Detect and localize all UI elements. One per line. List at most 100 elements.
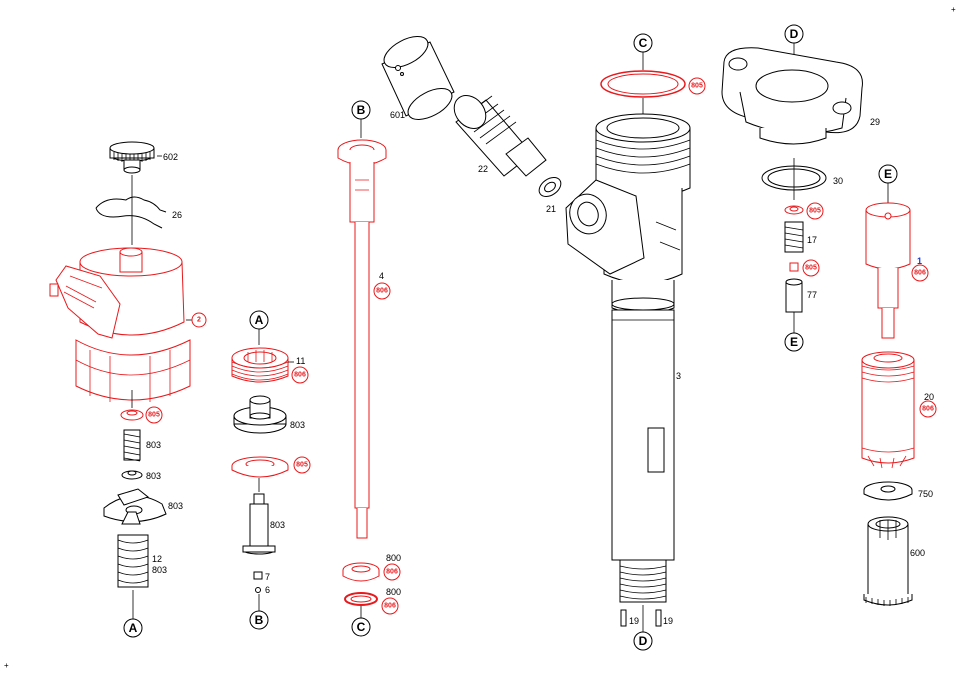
marker-a-bottom-label: A <box>129 621 138 635</box>
marker-d-bottom <box>633 631 653 651</box>
cap-601 <box>381 36 455 120</box>
marker-b-bottom <box>249 610 269 630</box>
ball-6 <box>255 587 261 593</box>
washer-750 <box>863 481 913 501</box>
nozzle-nut-20 <box>861 351 915 469</box>
flange-29 <box>721 47 863 145</box>
label-22: 22 <box>478 164 488 174</box>
part-7 <box>253 571 263 580</box>
label-77: 77 <box>807 290 817 300</box>
label-805-a: 805 <box>148 412 160 419</box>
badge-2 <box>191 312 207 328</box>
bush-77 <box>785 278 803 313</box>
label-17: 17 <box>807 235 817 245</box>
label-750: 750 <box>918 489 933 499</box>
spring-803-a <box>123 429 141 462</box>
label-3: 3 <box>676 371 681 381</box>
corner-mark-bottom-left: + <box>4 661 9 670</box>
label-30: 30 <box>833 176 843 186</box>
badge-805-e <box>802 259 820 277</box>
badge-806-d <box>381 597 399 615</box>
label-803-b: 803 <box>146 471 161 481</box>
badge-806-e <box>911 264 929 282</box>
armature-plate-803 <box>103 488 167 525</box>
seal-805-d <box>784 205 804 215</box>
corner-mark-top-right: + <box>951 5 956 14</box>
valve-pin-803 <box>242 493 276 555</box>
valve-body-2 <box>49 247 191 402</box>
label-6: 6 <box>265 585 270 595</box>
label-19-b: 19 <box>663 616 673 626</box>
badge-806-a <box>291 366 309 384</box>
badge-806-c <box>383 563 401 581</box>
label-29: 29 <box>870 117 880 127</box>
marker-e-bottom-label: E <box>790 335 798 349</box>
label-803-c: 803 <box>168 501 183 511</box>
marker-d-top-label: D <box>790 27 799 41</box>
marker-e-top-label: E <box>884 167 892 181</box>
spring-12 <box>117 534 149 588</box>
label-806-f: 806 <box>922 406 934 413</box>
label-19-a: 19 <box>629 616 639 626</box>
marker-d-bottom-label: D <box>639 634 648 648</box>
label-803-a: 803 <box>146 440 161 450</box>
label-11: 11 <box>296 356 305 366</box>
label-600: 600 <box>910 548 925 558</box>
seal-805-a <box>120 409 144 421</box>
seal-ring-805-c <box>600 70 686 98</box>
label-805-d: 805 <box>809 208 821 215</box>
label-803-e: 803 <box>290 420 305 430</box>
fitting-22 <box>453 95 547 177</box>
ring-800-b <box>344 592 378 606</box>
marker-b-top-label: B <box>357 103 366 117</box>
badge-806-f <box>919 400 937 418</box>
washer-803 <box>121 470 143 480</box>
label-7: 7 <box>265 572 270 582</box>
marker-a-bottom <box>123 618 143 638</box>
label-805-b: 805 <box>296 462 308 469</box>
label-806-e: 806 <box>914 270 926 277</box>
knob-602 <box>109 141 155 174</box>
shim-805-b <box>231 456 289 478</box>
label-803-f: 803 <box>270 520 285 530</box>
marker-a-top-label: A <box>255 313 264 327</box>
badge-805-d <box>806 202 824 220</box>
marker-c-top-label: C <box>639 36 648 50</box>
label-21: 21 <box>546 204 556 214</box>
pin-19-right <box>655 609 662 627</box>
label-805-c: 805 <box>691 83 703 90</box>
marker-c-bottom <box>351 617 371 637</box>
armature-803 <box>233 395 287 434</box>
ring-800-a <box>342 562 380 582</box>
seal-21 <box>538 176 562 198</box>
label-805-e: 805 <box>805 265 817 272</box>
label-1: 1 <box>917 256 922 266</box>
label-800-b: 800 <box>386 587 401 597</box>
label-806-b: 806 <box>376 288 388 295</box>
valve-rod-4 <box>337 139 387 539</box>
label-4: 4 <box>379 271 384 281</box>
spring-17 <box>784 221 804 253</box>
sleeve-600 <box>863 516 913 606</box>
label-601: 601 <box>390 110 405 120</box>
label-806-a: 806 <box>294 372 306 379</box>
label-806-d: 806 <box>384 603 396 610</box>
badge-805-c <box>688 77 706 95</box>
label-2: 2 <box>197 317 201 324</box>
label-806-c: 806 <box>386 569 398 576</box>
marker-b-bottom-label: B <box>255 613 264 627</box>
label-803-d: 803 <box>152 565 167 575</box>
nozzle-1 <box>865 202 911 339</box>
badge-806-b <box>373 282 391 300</box>
label-602: 602 <box>163 152 178 162</box>
label-20: 20 <box>924 392 934 402</box>
badge-805-b <box>293 456 311 474</box>
label-800-a: 800 <box>386 553 401 563</box>
pin-19-left <box>620 609 627 627</box>
clip-26 <box>95 196 167 229</box>
injector-body-3 <box>565 113 691 603</box>
marker-c-bottom-label: C <box>357 620 366 634</box>
badge-805-a <box>145 406 163 424</box>
marker-e-bottom <box>784 332 804 352</box>
